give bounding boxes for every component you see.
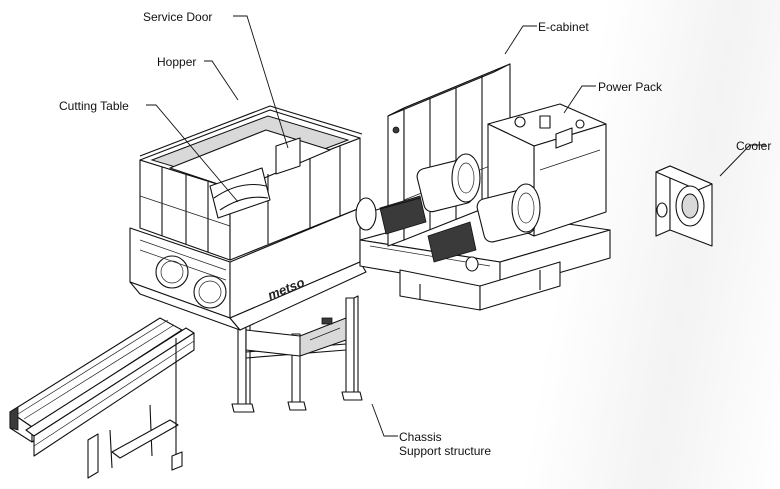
motors	[355, 153, 541, 272]
callout-cutting-table: Cutting Table	[59, 99, 129, 113]
leader-lines	[146, 15, 766, 437]
callout-chassis: Chassis	[399, 430, 442, 444]
callout-e-cabinet: E-cabinet	[538, 20, 589, 34]
conveyor	[9, 317, 195, 479]
cutter-housing: metso	[129, 105, 367, 331]
callout-cooler: Cooler	[736, 139, 772, 153]
callout-power-pack: Power Pack	[598, 80, 663, 94]
callout-support-structure: Support structure	[399, 444, 492, 458]
callout-service-door: Service Door	[143, 10, 213, 24]
cooler-drawing	[655, 165, 713, 247]
callout-hopper: Hopper	[157, 55, 197, 69]
